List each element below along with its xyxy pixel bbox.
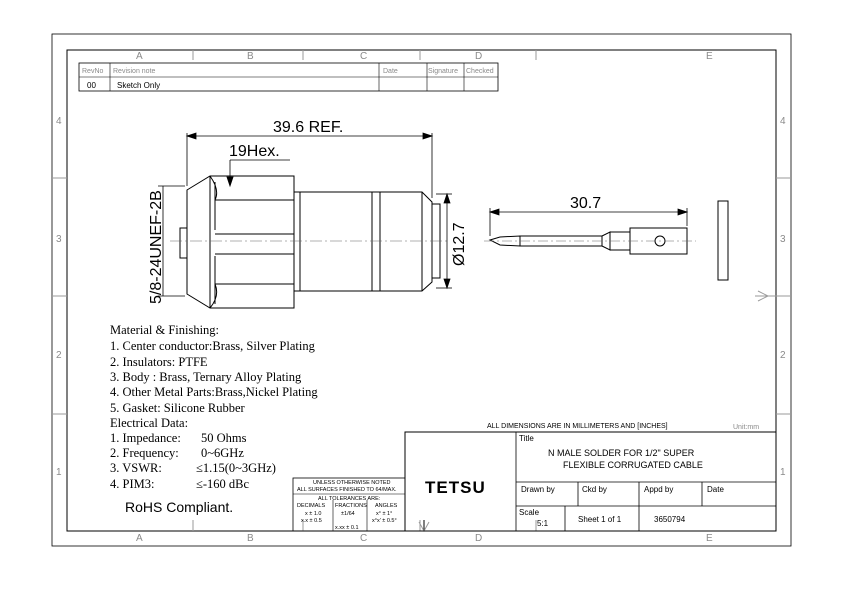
zone-left-2: 2: [56, 350, 62, 361]
zone-right-3: 3: [780, 234, 786, 245]
material-item-1: 1. Center conductor:Brass, Silver Platin…: [110, 339, 316, 353]
tol-head-fractions: FRACTIONS: [335, 503, 367, 509]
dim-hex-leader: [226, 159, 290, 188]
scale-value: 5:1: [537, 519, 549, 528]
electrical-item-3-value: ≤1.15(0~3GHz): [196, 461, 276, 475]
electrical-item-1-value: 50 Ohms: [201, 431, 247, 445]
zone-right-1: 1: [780, 467, 786, 478]
zone-bottom-d: D: [475, 533, 482, 544]
dim-pin-length: [488, 208, 689, 236]
zone-left-1: 1: [56, 467, 62, 478]
scale-label: Scale: [519, 508, 540, 517]
company-logo-text: TETSU: [425, 478, 486, 497]
electrical-title: Electrical Data:: [110, 416, 188, 430]
zone-top-b: B: [247, 51, 254, 62]
zone-left-4: 4: [56, 116, 62, 127]
title-label: Title: [519, 434, 534, 443]
notes-block: Material & Finishing: 1. Center conducto…: [110, 323, 318, 491]
tol-line-1: UNLESS OTHERWISE NOTED: [313, 480, 391, 486]
drawn-by-label: Drawn by: [521, 485, 555, 494]
electrical-item-2-label: 2. Frequency:: [110, 446, 179, 460]
drawing-number: 3650794: [654, 515, 686, 524]
tol-ang-2: x°x' ± 0.5°: [372, 518, 397, 524]
zone-left-3: 3: [56, 234, 62, 245]
zone-right-4: 4: [780, 116, 786, 127]
tol-dec-1: x ± 1.0: [305, 511, 321, 517]
zone-labels: A B C D E A B C D E 4 3 2 1 4 3 2 1: [56, 51, 786, 544]
rev-header-checked: Checked: [466, 68, 494, 75]
zone-bottom-b: B: [247, 533, 254, 544]
zone-bottom-a: A: [136, 533, 143, 544]
sheet-label: Sheet 1 of 1: [578, 515, 622, 524]
tol-ang-1: x° ± 1°: [376, 511, 392, 517]
dim-thread-label: 5/8-24UNEF-2B: [148, 190, 165, 304]
rev-header-note: Revision note: [113, 68, 156, 75]
tol-line-2: ALL SURFACES FINISHED TO 64/MAX.: [297, 487, 397, 493]
tol-dec-3: x.xx ± 0.1: [335, 525, 359, 531]
zone-right-2: 2: [780, 350, 786, 361]
title-block: [292, 431, 777, 532]
rev-row-revno: 00: [87, 81, 96, 90]
rohs-note: RoHS Compliant.: [125, 499, 233, 515]
title-line-1: N MALE SOLDER FOR 1/2" SUPER: [548, 448, 695, 458]
material-item-5: 5. Gasket: Silicone Rubber: [110, 401, 246, 415]
ckd-by-label: Ckd by: [582, 485, 607, 494]
dim-thread: [158, 185, 185, 297]
zone-top-e: E: [706, 51, 713, 62]
connector-side-view: [170, 175, 450, 309]
zone-bottom-e: E: [706, 533, 713, 544]
material-item-3: 3. Body : Brass, Ternary Alloy Plating: [110, 370, 302, 384]
appd-by-label: Appd by: [644, 485, 673, 494]
rev-row-note: Sketch Only: [117, 81, 160, 90]
gasket-view: [717, 200, 729, 281]
material-item-2: 2. Insulators: PTFE: [110, 355, 208, 369]
tol-head-decimals: DECIMALS: [297, 503, 325, 509]
zone-bottom-c: C: [360, 533, 367, 544]
dim-diameter: [436, 192, 452, 290]
tol-dec-2: x.x ± 0.5: [301, 518, 322, 524]
dim-overall-length: [185, 132, 434, 198]
units-note: ALL DIMENSIONS ARE IN MILLIMETERS AND [I…: [487, 423, 668, 430]
rev-header-signature: Signature: [428, 68, 458, 75]
tol-head-angles: ANGLES: [375, 503, 398, 509]
dim-pin-length-label: 30.7: [570, 195, 601, 212]
tol-frac: ±1/64: [341, 511, 355, 517]
unit-label: Unit:mm: [733, 424, 759, 431]
zone-top-a: A: [136, 51, 143, 62]
revision-table: RevNo Revision note Date Signature Check…: [78, 62, 499, 92]
electrical-item-4-label: 4. PIM3:: [110, 477, 154, 491]
material-item-4: 4. Other Metal Parts:Brass,Nickel Platin…: [110, 385, 318, 399]
tolerance-block: UNLESS OTHERWISE NOTED ALL SURFACES FINI…: [297, 480, 398, 531]
electrical-item-2-value: 0~6GHz: [201, 446, 244, 460]
zone-top-c: C: [360, 51, 367, 62]
contact-pin-view: [484, 227, 696, 255]
dim-overall-length-label: 39.6 REF.: [273, 119, 343, 136]
rev-header-revno: RevNo: [82, 68, 104, 75]
electrical-item-1-label: 1. Impedance:: [110, 431, 181, 445]
title-line-2: FLEXIBLE CORRUGATED CABLE: [563, 460, 703, 470]
tol-line-3: ALL TOLERANCES ARE:: [318, 496, 381, 502]
dim-hex-label: 19Hex.: [229, 143, 280, 160]
date-label: Date: [707, 485, 724, 494]
zone-top-d: D: [475, 51, 482, 62]
material-title: Material & Finishing:: [110, 323, 219, 337]
rev-header-date: Date: [383, 68, 398, 75]
electrical-item-4-value: ≤-160 dBc: [196, 477, 249, 491]
electrical-item-3-label: 3. VSWR:: [110, 461, 162, 475]
dim-diameter-label: Ø12.7: [451, 222, 468, 266]
